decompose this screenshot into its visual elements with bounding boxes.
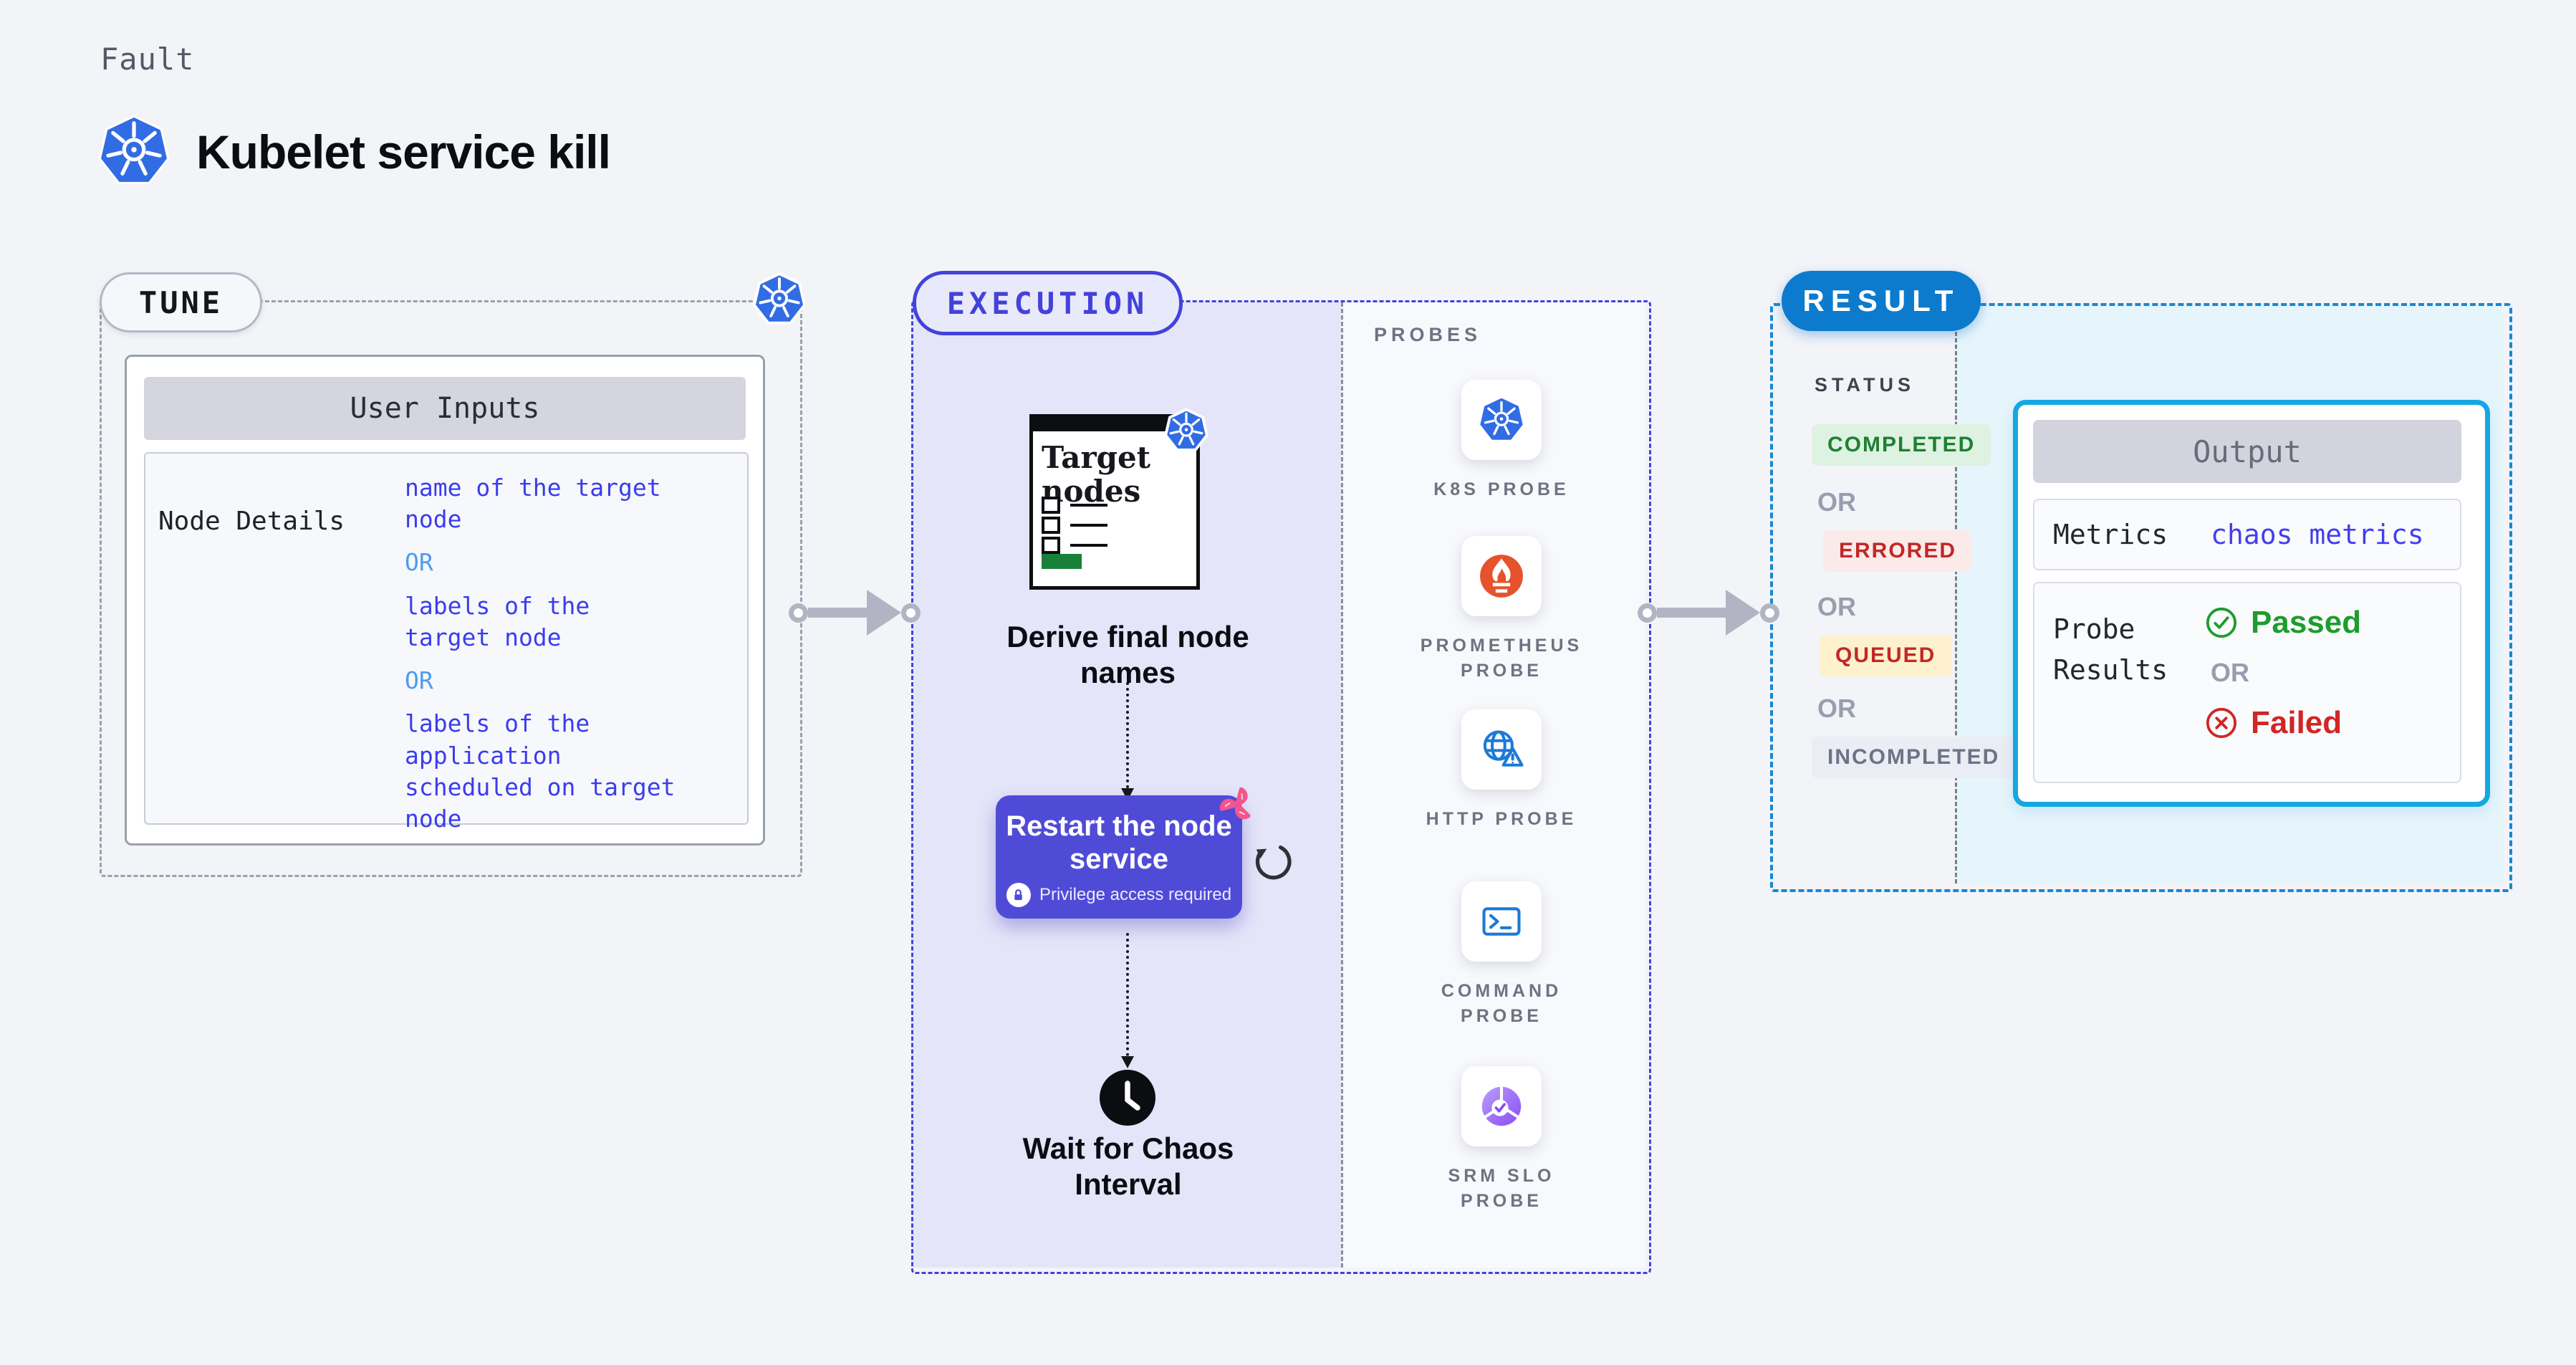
probe-label: SRM SLO PROBE [1448,1166,1555,1211]
node-details-values: name of the target node OR labels of the… [405,472,741,840]
execution-section [911,300,1651,1274]
page-title: Kubelet service kill [196,125,611,178]
flow-arrow [789,590,921,636]
probe-label: HTTP PROBE [1426,809,1577,829]
or-separator: OR [405,548,433,577]
status-divider [1955,306,1957,883]
checkbox-icon [1042,537,1060,554]
status-heading: STATUS [1815,374,1915,396]
check-circle-icon [2206,607,2237,638]
x-circle-icon [2206,707,2237,739]
output-header: Output [2033,420,2461,483]
result-badge: RESULT [1782,271,1981,331]
document-titlebar [1029,414,1193,431]
result-section [1770,303,2512,892]
status-badge-completed: COMPLETED [1812,424,1991,466]
tune-badge: TUNE [100,272,262,332]
user-inputs-card: User Inputs Node Details name of the tar… [125,355,765,846]
globe-warning-icon [1461,709,1542,790]
arrow-head [867,590,901,636]
failed-row: Failed [2205,705,2361,741]
failed-label: Failed [2251,705,2342,740]
fault-kicker: Fault [100,42,195,77]
clock-icon [1100,1070,1155,1126]
list-line [1070,524,1107,527]
or-separator: OR [405,666,433,695]
or-separator: OR [1817,487,1856,517]
connector-dot [901,603,921,623]
arrow-shaft [808,608,867,618]
chaos-pinwheel-icon [1216,784,1258,829]
execution-badge: EXECUTION [913,271,1183,335]
probe-item-http: HTTP PROBE [1419,709,1584,832]
list-line [1070,544,1107,547]
flow-dotted-line [1126,933,1129,1056]
flow-arrow [1638,590,1779,636]
connector-dot [789,603,808,623]
metrics-label: Metrics [2053,519,2168,550]
arrow-shaft [1657,608,1726,618]
connector-dot [1638,603,1657,623]
prometheus-icon [1461,536,1542,616]
derive-nodes-caption: Derive final node names [1006,620,1249,689]
status-badge-errored: ERRORED [1823,530,1973,572]
kubernetes-icon [96,113,172,193]
or-separator: OR [1817,592,1856,621]
or-separator: OR [2211,658,2249,687]
node-details-label: Node Details [158,507,345,536]
status-badge-queued: QUEUED [1820,635,1952,676]
probe-label: PROMETHEUS PROBE [1420,636,1583,681]
kubernetes-icon [751,272,807,331]
tune-section [100,300,802,877]
connector-dot [1760,603,1779,623]
value-line: name of the target node [405,474,661,534]
list-line [1070,504,1107,507]
or-separator: OR [1817,694,1856,723]
restart-service-step: Restart the node service Privilege acces… [996,795,1242,919]
retry-loop-icon [1252,840,1294,885]
probe-label: K8S PROBE [1433,479,1570,499]
probe-item-prometheus: PROMETHEUS PROBE [1419,536,1584,684]
probes-divider [1341,302,1343,1268]
user-inputs-table: Node Details name of the target node OR … [144,452,749,833]
probe-item-command: COMMAND PROBE [1419,881,1584,1029]
metrics-value: chaos metrics [2211,519,2424,550]
probe-label: COMMAND PROBE [1441,981,1562,1026]
arrow-head [1726,590,1760,636]
terminal-icon [1461,881,1542,962]
flow-dotted-line [1126,682,1129,788]
value-line: labels of the target node [405,591,590,651]
wait-interval-caption: Wait for Chaos Interval [1022,1131,1234,1201]
checklist-row [1042,517,1107,534]
metrics-row: Metrics chaos metrics [2033,499,2461,570]
probe-results-values: Passed OR Failed [2205,605,2361,741]
checkbox-icon [1042,497,1060,514]
probe-item-k8s: K8S PROBE [1419,380,1584,502]
output-card: Output Metrics chaos metrics Probe Resul… [2013,400,2490,807]
probes-heading: PROBES [1374,324,1482,345]
probe-item-srm-slo: SRM SLO PROBE [1419,1066,1584,1214]
probe-results-row: Probe Results Passed OR Failed [2033,582,2461,783]
checklist-row [1042,537,1107,554]
user-inputs-header: User Inputs [144,377,746,440]
passed-row: Passed [2205,605,2361,641]
slo-gauge-icon [1461,1066,1542,1146]
checklist-row [1042,497,1107,514]
lock-icon [1006,883,1031,907]
progress-bar [1042,554,1082,569]
restart-service-title: Restart the node service [1006,810,1232,875]
probe-results-label: Probe Results [2053,613,2168,686]
status-badge-incompleted: INCOMPLETED [1812,737,2016,778]
value-line: labels of the application scheduled on t… [405,709,676,833]
target-nodes-document: Target nodes [1029,408,1208,590]
checkbox-icon [1042,517,1060,534]
kubernetes-icon [1163,408,1209,457]
passed-label: Passed [2251,605,2362,640]
kubernetes-icon [1461,380,1542,460]
privilege-note-text: Privilege access required [1039,885,1232,904]
privilege-note: Privilege access required [996,883,1242,907]
arrow-head [1121,1056,1134,1068]
